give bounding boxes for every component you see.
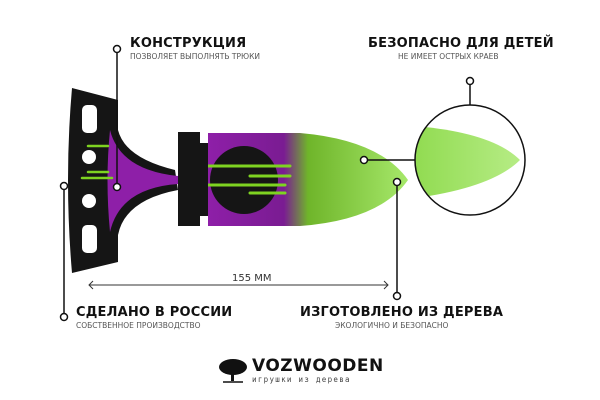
blade-emblem xyxy=(210,146,278,214)
feature-subtitle-safe: НЕ ИМЕЕТ ОСТРЫХ КРАЕВ xyxy=(398,52,499,61)
feature-subtitle-russia: СОБСТВЕННОЕ ПРОИЗВОДСТВО xyxy=(76,321,201,330)
dimension-label: 155 ММ xyxy=(232,273,272,284)
tree-icon xyxy=(219,359,247,383)
guard xyxy=(178,132,208,226)
feature-title-safe: БЕЗОПАСНО ДЛЯ ДЕТЕЙ xyxy=(368,36,554,51)
feature-title-russia: СДЕЛАНО В РОССИИ xyxy=(76,305,233,320)
brand-logo: VOZWOODEN игрушки из дерева xyxy=(218,358,384,384)
feature-subtitle-construction: ПОЗВОЛЯЕТ ВЫПОЛНЯТЬ ТРЮКИ xyxy=(130,52,260,61)
brand-name: VOZWOODEN xyxy=(252,356,384,376)
feature-title-construction: КОНСТРУКЦИЯ xyxy=(130,36,247,51)
brand-tagline: игрушки из дерева xyxy=(252,375,351,384)
dimension-arrow xyxy=(88,280,389,290)
feature-title-wood: ИЗГОТОВЛЕНО ИЗ ДЕРЕВА xyxy=(300,305,504,320)
feature-subtitle-wood: ЭКОЛОГИЧНО И БЕЗОПАСНО xyxy=(335,321,449,330)
